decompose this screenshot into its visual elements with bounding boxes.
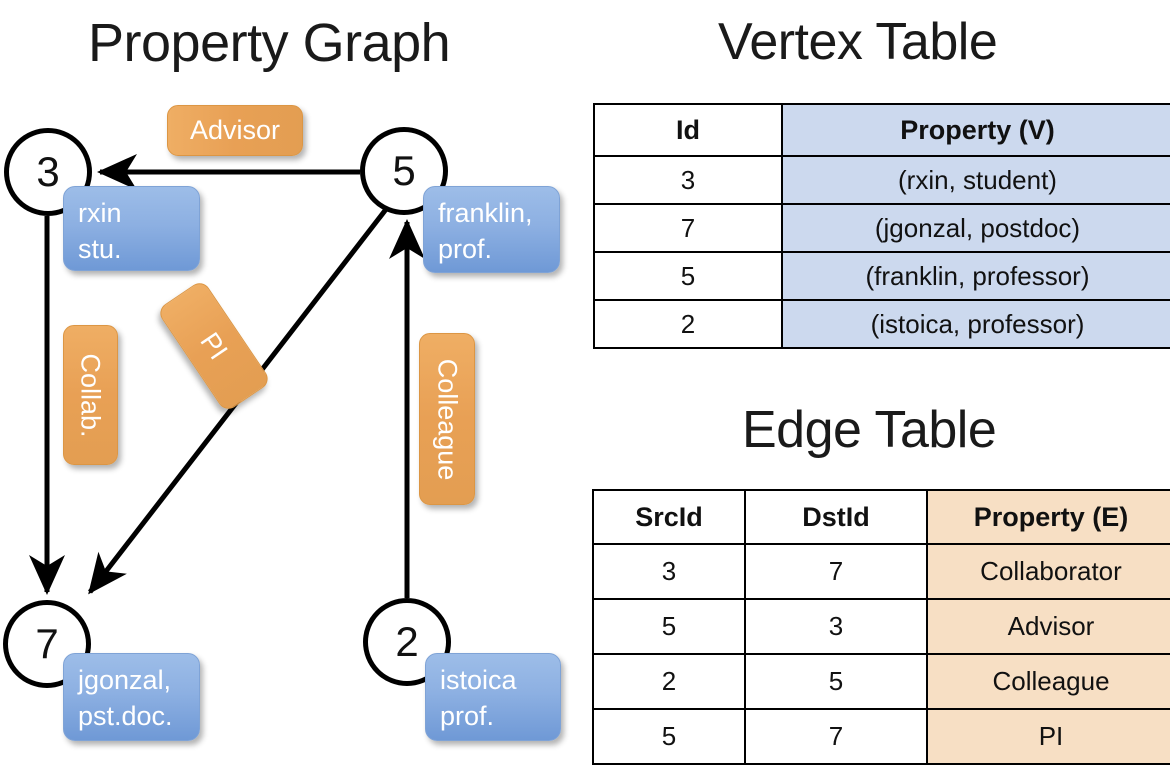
edge-label-advisor: Advisor — [167, 105, 303, 156]
cell-property: (jgonzal, postdoc) — [781, 203, 1170, 253]
vertex-property-line1: jgonzal, — [78, 665, 172, 695]
page-title-vertex-table: Vertex Table — [718, 13, 998, 71]
cell-id: 3 — [593, 155, 783, 205]
vertex-property-box-jgonzal: jgonzal, pst.doc. — [63, 653, 200, 741]
cell-srcid: 2 — [592, 653, 746, 710]
cell-property: (istoica, professor) — [781, 299, 1170, 349]
column-header-dstid: DstId — [744, 489, 928, 545]
table-row: 7 (jgonzal, postdoc) — [593, 203, 1170, 253]
edge-label-text: Collab. — [76, 352, 107, 438]
cell-dstid: 3 — [744, 598, 928, 655]
edge-label-collab: Collab. — [63, 325, 118, 465]
edge-label-text: PI — [194, 326, 234, 365]
column-header-srcid: SrcId — [592, 489, 746, 545]
cell-dstid: 7 — [744, 543, 928, 600]
table-row: 2 5 Colleague — [592, 653, 1170, 710]
node-id-label: 5 — [392, 147, 416, 194]
cell-dstid: 5 — [744, 653, 928, 710]
cell-property: (franklin, professor) — [781, 251, 1170, 301]
edge-label-colleague: Colleague — [419, 333, 475, 505]
edge-label-text: Colleague — [432, 358, 463, 480]
vertex-property-line2: prof. — [438, 233, 493, 264]
page-title-edge-table: Edge Table — [742, 401, 997, 459]
cell-property: Advisor — [926, 598, 1170, 655]
node-id-label: 3 — [36, 148, 60, 195]
vertex-property-box-rxin: rxin stu. — [63, 186, 200, 271]
edge-label-text: Advisor — [189, 115, 281, 145]
table-header-row: SrcId DstId Property (E) — [592, 489, 1170, 545]
cell-dstid: 7 — [744, 708, 928, 765]
vertex-property-line1: istoica — [440, 665, 517, 695]
table-row: 3 (rxin, student) — [593, 155, 1170, 205]
table-row: 5 7 PI — [592, 708, 1170, 765]
cell-id: 7 — [593, 203, 783, 253]
table-row: 2 (istoica, professor) — [593, 299, 1170, 349]
cell-property: PI — [926, 708, 1170, 765]
vertex-table: Id Property (V) 3 (rxin, student) 7 (jgo… — [593, 103, 1170, 349]
node-id-label: 2 — [395, 618, 419, 665]
table-row: 3 7 Collaborator — [592, 543, 1170, 600]
column-header-id: Id — [593, 103, 783, 157]
cell-srcid: 5 — [592, 708, 746, 765]
table-row: 5 3 Advisor — [592, 598, 1170, 655]
graph-node-5[interactable]: 5 — [360, 127, 448, 215]
vertex-property-line2: stu. — [78, 233, 122, 264]
column-header-property: Property (E) — [926, 489, 1170, 545]
vertex-property-box-franklin: franklin, prof. — [423, 186, 560, 273]
vertex-property-line2: pst.doc. — [78, 700, 173, 731]
node-id-label: 7 — [35, 620, 59, 667]
cell-property: (rxin, student) — [781, 155, 1170, 205]
column-header-property: Property (V) — [781, 103, 1170, 157]
property-graph-diagram: 3 5 7 2 rxin stu. franklin, prof. jgonza… — [0, 0, 585, 760]
cell-property: Collaborator — [926, 543, 1170, 600]
cell-id: 5 — [593, 251, 783, 301]
graph-node-2[interactable]: 2 — [363, 598, 451, 686]
edge-table: SrcId DstId Property (E) 3 7 Collaborato… — [592, 489, 1170, 765]
cell-property: Colleague — [926, 653, 1170, 710]
table-header-row: Id Property (V) — [593, 103, 1170, 157]
cell-id: 2 — [593, 299, 783, 349]
table-row: 5 (franklin, professor) — [593, 251, 1170, 301]
vertex-property-line1: rxin — [78, 198, 122, 228]
vertex-property-box-istoica: istoica prof. — [425, 653, 561, 741]
vertex-property-line2: prof. — [440, 700, 495, 731]
vertex-property-line1: franklin, — [438, 198, 533, 228]
cell-srcid: 5 — [592, 598, 746, 655]
cell-srcid: 3 — [592, 543, 746, 600]
page-title-property-graph: Property Graph — [88, 13, 451, 73]
